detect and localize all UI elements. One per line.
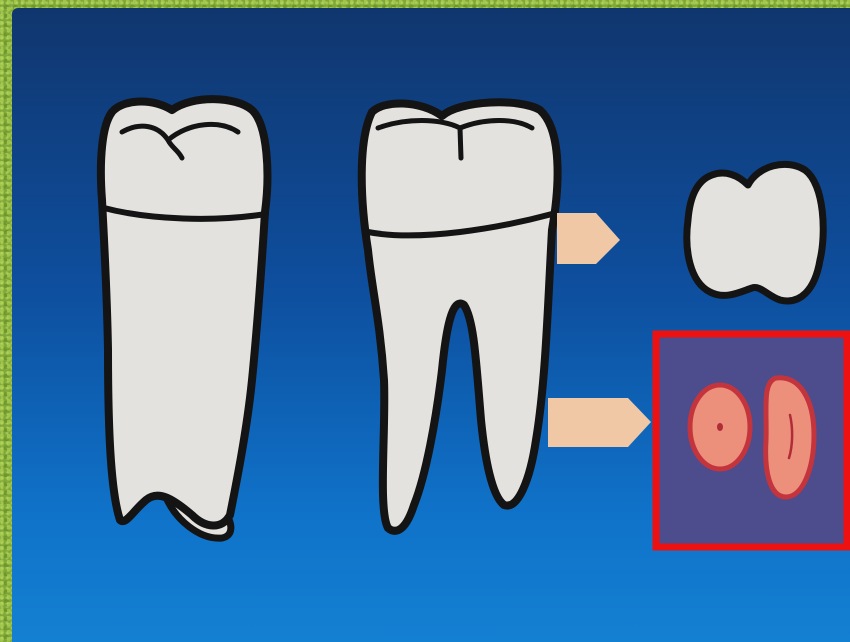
- tooth-body: [101, 99, 268, 525]
- inset-background: [659, 337, 848, 547]
- crown-arrow: [557, 213, 620, 264]
- mesial-root-canal: [717, 423, 723, 431]
- tooth-two-roots-icon: [362, 102, 558, 531]
- crown-cross-section-icon: [687, 164, 823, 301]
- tooth-body: [362, 102, 558, 531]
- root-arrow: [548, 398, 651, 447]
- root-cross-sections-icon: [656, 334, 848, 547]
- distal-root-section: [766, 378, 814, 497]
- tooth-fused-root-icon: [101, 99, 268, 538]
